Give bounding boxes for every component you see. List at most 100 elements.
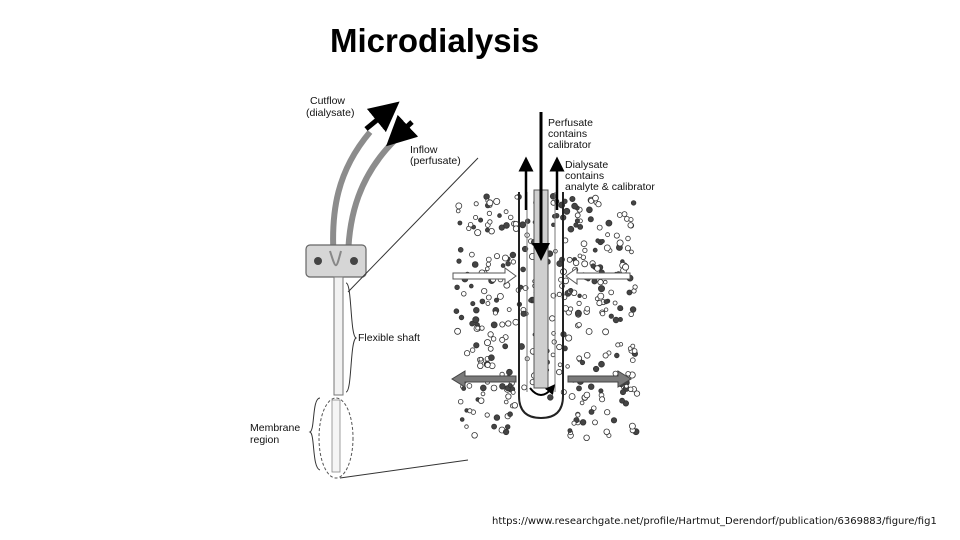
particle	[520, 310, 527, 317]
particle	[551, 214, 557, 219]
particle	[486, 199, 494, 207]
label-flexible-shaft: Flexible shaft	[358, 332, 420, 344]
particle	[614, 352, 620, 359]
particle	[461, 291, 467, 297]
particle	[487, 331, 494, 338]
particle	[599, 396, 606, 403]
particle	[485, 301, 491, 306]
particle	[503, 209, 509, 215]
particle	[473, 342, 480, 349]
particle	[469, 347, 476, 353]
particle	[612, 316, 620, 324]
particle	[506, 307, 512, 313]
label-outflow: Cutflow	[310, 95, 345, 107]
particle	[583, 351, 591, 359]
particle	[576, 300, 582, 306]
particle	[586, 206, 593, 214]
particle	[519, 221, 527, 229]
particle	[627, 222, 634, 229]
particle	[632, 284, 638, 290]
particle	[486, 210, 492, 216]
particle	[521, 245, 529, 253]
particle	[566, 256, 573, 263]
particle	[479, 298, 486, 305]
particle	[511, 402, 518, 409]
particle	[624, 245, 631, 252]
label-outflow-sub: (dialysate)	[306, 107, 354, 119]
particle	[604, 409, 611, 416]
particle	[485, 256, 492, 263]
particle	[496, 292, 504, 300]
particle	[505, 393, 512, 400]
particle	[469, 320, 475, 327]
label-membrane-sub: region	[250, 434, 279, 446]
particle	[628, 311, 634, 317]
particle	[463, 350, 471, 357]
particle	[501, 254, 509, 262]
particle	[592, 194, 599, 202]
particle	[592, 247, 598, 253]
particle	[557, 362, 563, 368]
particle	[571, 202, 578, 210]
particle	[582, 294, 588, 300]
particle	[574, 212, 581, 219]
particle	[597, 292, 605, 300]
particle	[481, 287, 488, 295]
particle	[612, 300, 618, 306]
particle	[576, 385, 582, 392]
particle	[608, 313, 614, 319]
particle	[576, 355, 583, 362]
particle	[621, 211, 628, 218]
particle	[592, 419, 598, 426]
particle	[587, 216, 594, 223]
particle	[457, 247, 464, 253]
particle	[598, 285, 606, 293]
particle	[493, 414, 501, 421]
particle	[510, 259, 517, 265]
particle	[483, 339, 491, 347]
particle	[577, 253, 583, 259]
particle	[499, 336, 506, 343]
particle	[610, 417, 618, 424]
particle	[484, 266, 490, 272]
particle	[487, 219, 493, 225]
particle	[577, 293, 582, 298]
particle	[600, 239, 605, 244]
particle	[612, 370, 619, 377]
particle	[520, 266, 526, 273]
particle	[547, 394, 554, 401]
particle	[576, 322, 582, 328]
particle	[629, 306, 637, 313]
particle	[616, 239, 624, 247]
outward-arrow-right	[567, 370, 632, 388]
particle	[565, 334, 573, 342]
particle	[626, 289, 633, 296]
label-dialysate: Dialysate	[565, 159, 608, 171]
particle	[474, 229, 482, 237]
particle	[598, 360, 605, 368]
flexible-shaft	[333, 276, 344, 396]
particle	[505, 320, 512, 327]
particle	[631, 348, 638, 354]
particle	[502, 428, 510, 436]
outflow-arrow	[364, 101, 400, 133]
particle	[473, 214, 479, 220]
particle	[568, 393, 576, 400]
particle	[572, 259, 580, 266]
slide-title: Microdialysis	[330, 22, 540, 59]
particle	[633, 390, 641, 397]
particle	[619, 397, 625, 404]
particle	[464, 424, 469, 429]
particle	[624, 383, 629, 389]
label-perfusate-2: contains	[548, 128, 587, 140]
particle	[497, 213, 502, 218]
particle	[630, 200, 637, 206]
particle	[579, 359, 586, 366]
particle	[512, 318, 520, 326]
particle	[579, 400, 585, 406]
particle	[588, 408, 595, 415]
particle	[629, 357, 636, 364]
particle	[597, 279, 604, 286]
particle	[630, 343, 636, 349]
particle	[592, 365, 600, 373]
